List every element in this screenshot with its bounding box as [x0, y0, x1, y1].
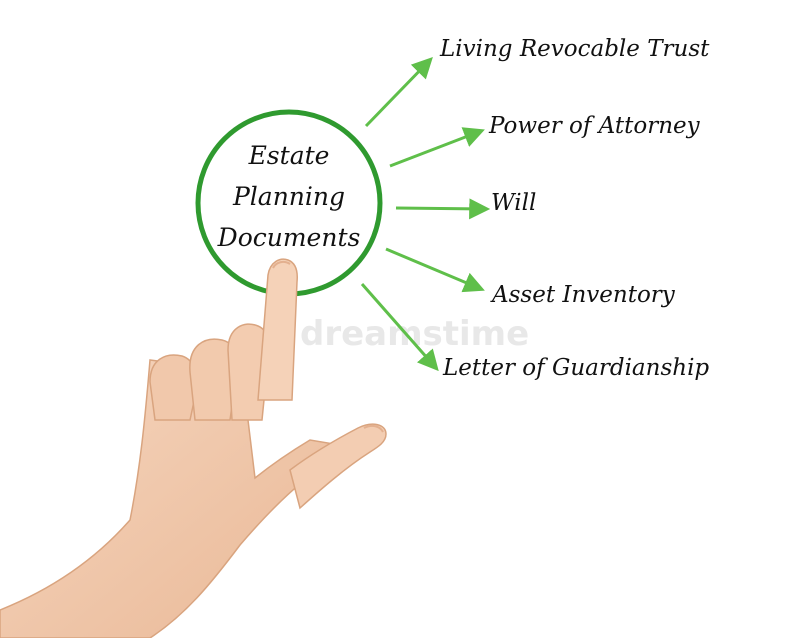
- watermark: dreamstime: [300, 314, 529, 354]
- item-letter-of-guardianship: Letter of Guardianship: [442, 355, 709, 381]
- item-asset-inventory: Asset Inventory: [490, 282, 676, 308]
- arrow-letter-of-guardianship: [360, 283, 439, 372]
- arrow-will: [395, 198, 491, 220]
- item-will: Will: [491, 190, 536, 216]
- arrow-living-revocable-trust: [364, 56, 433, 128]
- center-line-2: Planning: [232, 182, 345, 211]
- item-living-revocable-trust: Living Revocable Trust: [439, 36, 710, 62]
- arrow-power-of-attorney: [389, 127, 485, 168]
- pointing-hand-image: [0, 258, 387, 638]
- item-power-of-attorney: Power of Attorney: [488, 113, 701, 139]
- center-line-1: Estate: [248, 141, 330, 170]
- arrow-asset-inventory: [385, 247, 485, 293]
- center-line-3: Documents: [217, 223, 361, 252]
